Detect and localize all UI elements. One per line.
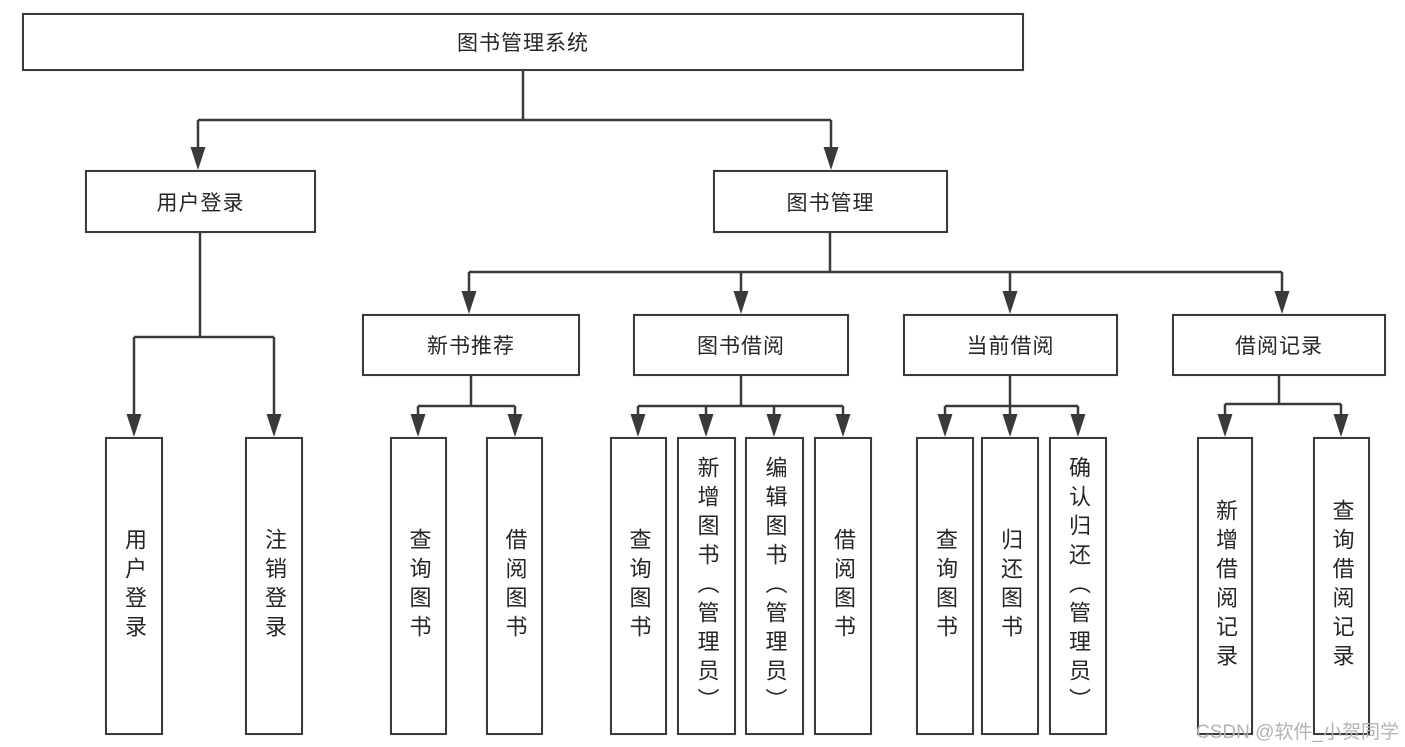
node-new-book-recommendation: 新书推荐 (362, 314, 580, 376)
node-label: 确认归还（管理员） (1066, 455, 1091, 717)
node-query-books-borrowing: 查询图书 (610, 437, 667, 735)
node-return-books: 归还图书 (981, 437, 1039, 735)
node-label: 编辑图书（管理员） (762, 455, 788, 717)
node-label: 图书借阅 (697, 335, 785, 358)
node-label: 归还图书 (998, 528, 1023, 644)
node-book-management: 图书管理 (713, 170, 948, 233)
node-query-borrow-record: 查询借阅记录 (1313, 437, 1370, 735)
node-label: 用户登录 (122, 528, 147, 644)
node-label: 新增借阅记录 (1213, 499, 1238, 673)
node-borrow-books: 借阅图书 (814, 437, 872, 735)
node-borrowing-records: 借阅记录 (1172, 314, 1386, 376)
node-label: 查询借阅记录 (1329, 499, 1355, 673)
node-current-borrowing: 当前借阅 (903, 314, 1118, 376)
node-add-borrow-record: 新增借阅记录 (1197, 437, 1253, 735)
node-label: 借阅记录 (1235, 335, 1323, 358)
node-label: 用户登录 (156, 191, 245, 215)
csdn-watermark: CSDN @软件_小贺同学 (1196, 722, 1399, 743)
node-label: 图书管理系统 (457, 32, 589, 55)
node-library-management-system: 图书管理系统 (22, 13, 1024, 71)
node-user-login: 用户登录 (85, 170, 316, 233)
arrowheads (126, 147, 1349, 437)
node-label: 查询图书 (406, 528, 432, 644)
node-label: 新书推荐 (427, 335, 515, 358)
node-user-login-leaf: 用户登录 (105, 437, 163, 735)
node-label: 借阅图书 (831, 528, 856, 644)
node-label: 当前借阅 (966, 335, 1055, 358)
node-book-borrowing: 图书借阅 (633, 314, 849, 376)
node-edit-books-admin: 编辑图书（管理员） (745, 437, 804, 735)
node-label: 查询图书 (626, 528, 652, 644)
node-borrow-books-recommend: 借阅图书 (486, 437, 543, 735)
node-logout: 注销登录 (245, 437, 303, 735)
node-add-books-admin: 新增图书（管理员） (677, 437, 736, 735)
node-label: 图书管理 (786, 191, 875, 215)
node-label: 新增图书（管理员） (694, 455, 720, 717)
node-confirm-return-admin: 确认归还（管理员） (1049, 437, 1107, 735)
node-label: 注销登录 (262, 528, 287, 644)
node-query-books-current: 查询图书 (916, 437, 974, 735)
node-query-books-recommend: 查询图书 (390, 437, 447, 735)
node-label: 查询图书 (933, 528, 958, 644)
node-label: 借阅图书 (502, 528, 528, 644)
